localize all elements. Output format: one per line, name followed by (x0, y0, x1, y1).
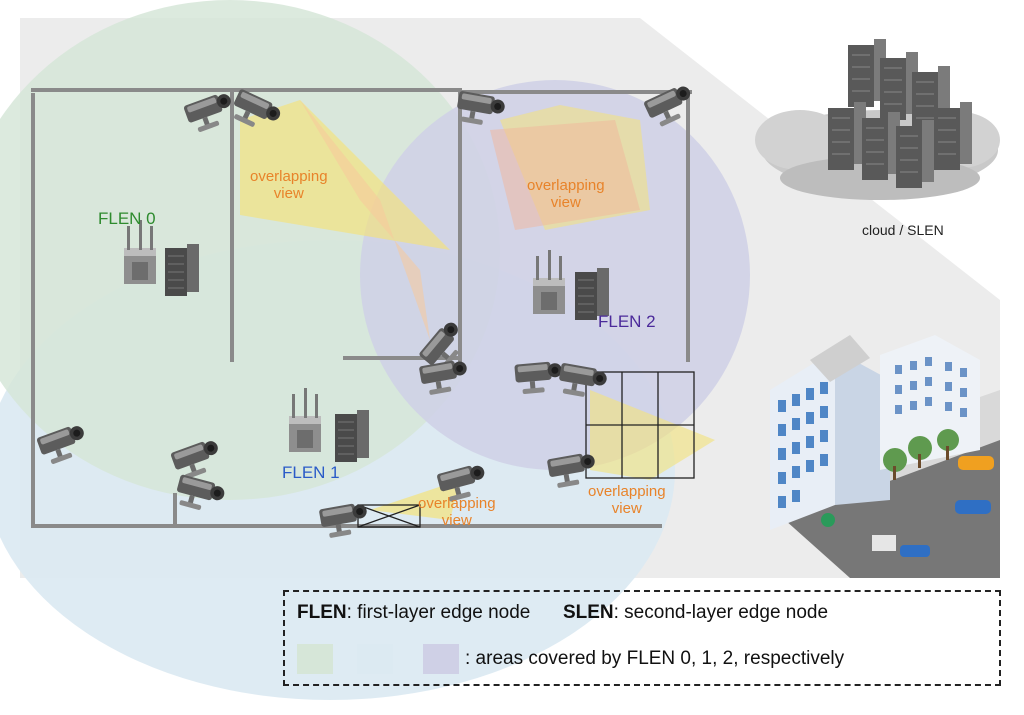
legend-flen-term: FLEN (297, 602, 347, 623)
flen2-router-icon (533, 250, 565, 314)
window-grid (357, 371, 695, 528)
building-icon (770, 335, 1000, 578)
legend-slen-term: SLEN (562, 602, 614, 623)
flen2-label: FLEN 2 (598, 312, 656, 331)
legend-box: FLEN: first-layer edge node SLEN: second… (283, 590, 1001, 686)
cloud-slen-label: cloud / SLEN (862, 222, 944, 238)
flen1-label: FLEN 1 (282, 463, 340, 482)
building-floorplan-walls (31, 88, 692, 528)
flen0-server-icon (164, 243, 200, 297)
flen1-server-icon (334, 409, 370, 463)
flen1-router-icon (289, 388, 321, 452)
legend-swatch-flen0 (297, 644, 333, 674)
legend-swatch-flen2 (423, 644, 459, 674)
legend-flen-def: : first-layer edge node (346, 602, 531, 623)
car-icon (821, 456, 994, 557)
legend-areas-text: : areas covered by FLEN 0, 1, 2, respect… (465, 648, 845, 669)
flen0-label: FLEN 0 (98, 209, 156, 228)
cloud-server-icon (755, 38, 1000, 200)
legend-definitions: FLEN: first-layer edge node SLEN: second… (297, 602, 828, 624)
flen0-router-icon (124, 220, 156, 284)
legend-swatch-flen1 (357, 644, 393, 674)
flen0-coverage-area (0, 0, 500, 500)
legend-slen-def: : second-layer edge node (613, 602, 829, 623)
